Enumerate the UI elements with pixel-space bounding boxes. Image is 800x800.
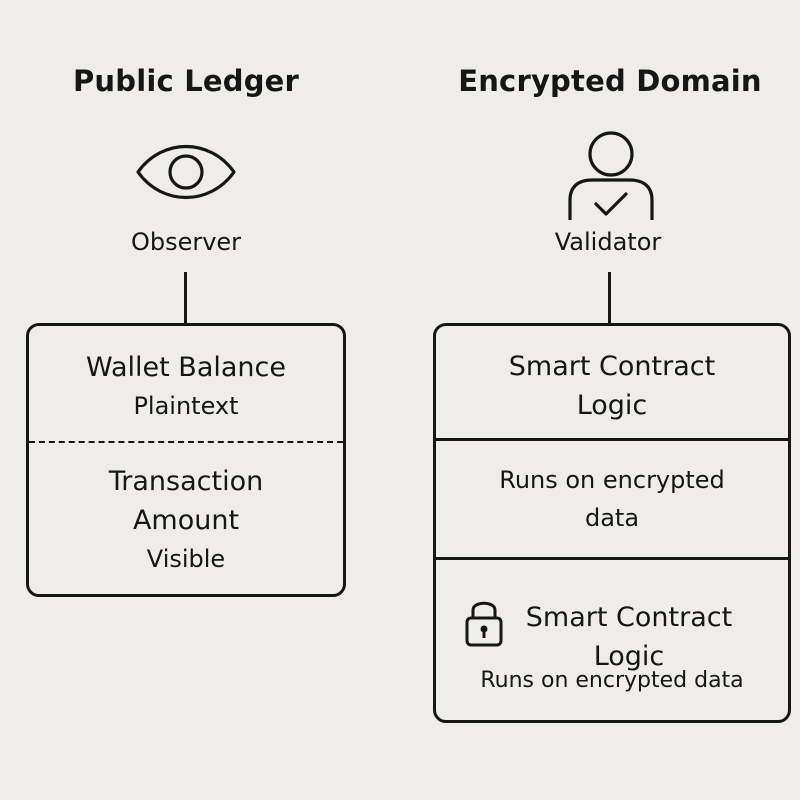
smart-contract-heading-line1: Smart Contract xyxy=(508,351,716,382)
padlock-icon xyxy=(465,601,503,647)
section-divider-1 xyxy=(436,438,788,441)
wallet-balance-heading: Wallet Balance xyxy=(86,351,286,383)
smart-contract-logic-section: Smart Contract Logic xyxy=(436,336,788,436)
wallet-balance-section: Wallet Balance Plaintext xyxy=(29,336,343,436)
public-ledger-box: Wallet Balance Plaintext Transaction Amo… xyxy=(26,323,346,597)
smart-contract-heading-line2: Logic xyxy=(576,390,648,421)
plaintext-label: Plaintext xyxy=(133,391,239,420)
observer-connector-line xyxy=(184,272,187,325)
locked-contract-heading-line1: Smart Contract xyxy=(525,602,733,633)
visible-label: Visible xyxy=(146,545,226,573)
validator-label: Validator xyxy=(554,228,662,256)
encrypted-domain-title: Encrypted Domain xyxy=(458,64,762,98)
locked-runs-encrypted-label: Runs on encrypted data xyxy=(480,668,744,693)
validator-person-check-icon xyxy=(568,131,654,220)
transaction-amount-section: Transaction Amount Visible xyxy=(29,456,343,584)
public-ledger-title: Public Ledger xyxy=(72,64,300,98)
transaction-heading-line2: Amount xyxy=(132,505,240,536)
observer-label: Observer xyxy=(130,228,242,256)
dashed-divider xyxy=(29,441,343,443)
locked-smart-contract-section: Smart Contract Logic xyxy=(436,572,788,702)
transaction-heading-line1: Transaction xyxy=(108,466,264,497)
section-divider-2 xyxy=(436,557,788,560)
runs-encrypted-line2: data xyxy=(584,504,640,532)
eye-icon xyxy=(136,144,236,200)
validator-connector-line xyxy=(608,272,611,325)
runs-encrypted-section: Runs on encrypted data xyxy=(436,444,788,554)
encrypted-domain-box: Smart Contract Logic Runs on encrypted d… xyxy=(433,323,791,723)
locked-contract-heading-line2: Logic xyxy=(593,641,665,672)
runs-encrypted-line1: Runs on encrypted xyxy=(499,466,725,494)
